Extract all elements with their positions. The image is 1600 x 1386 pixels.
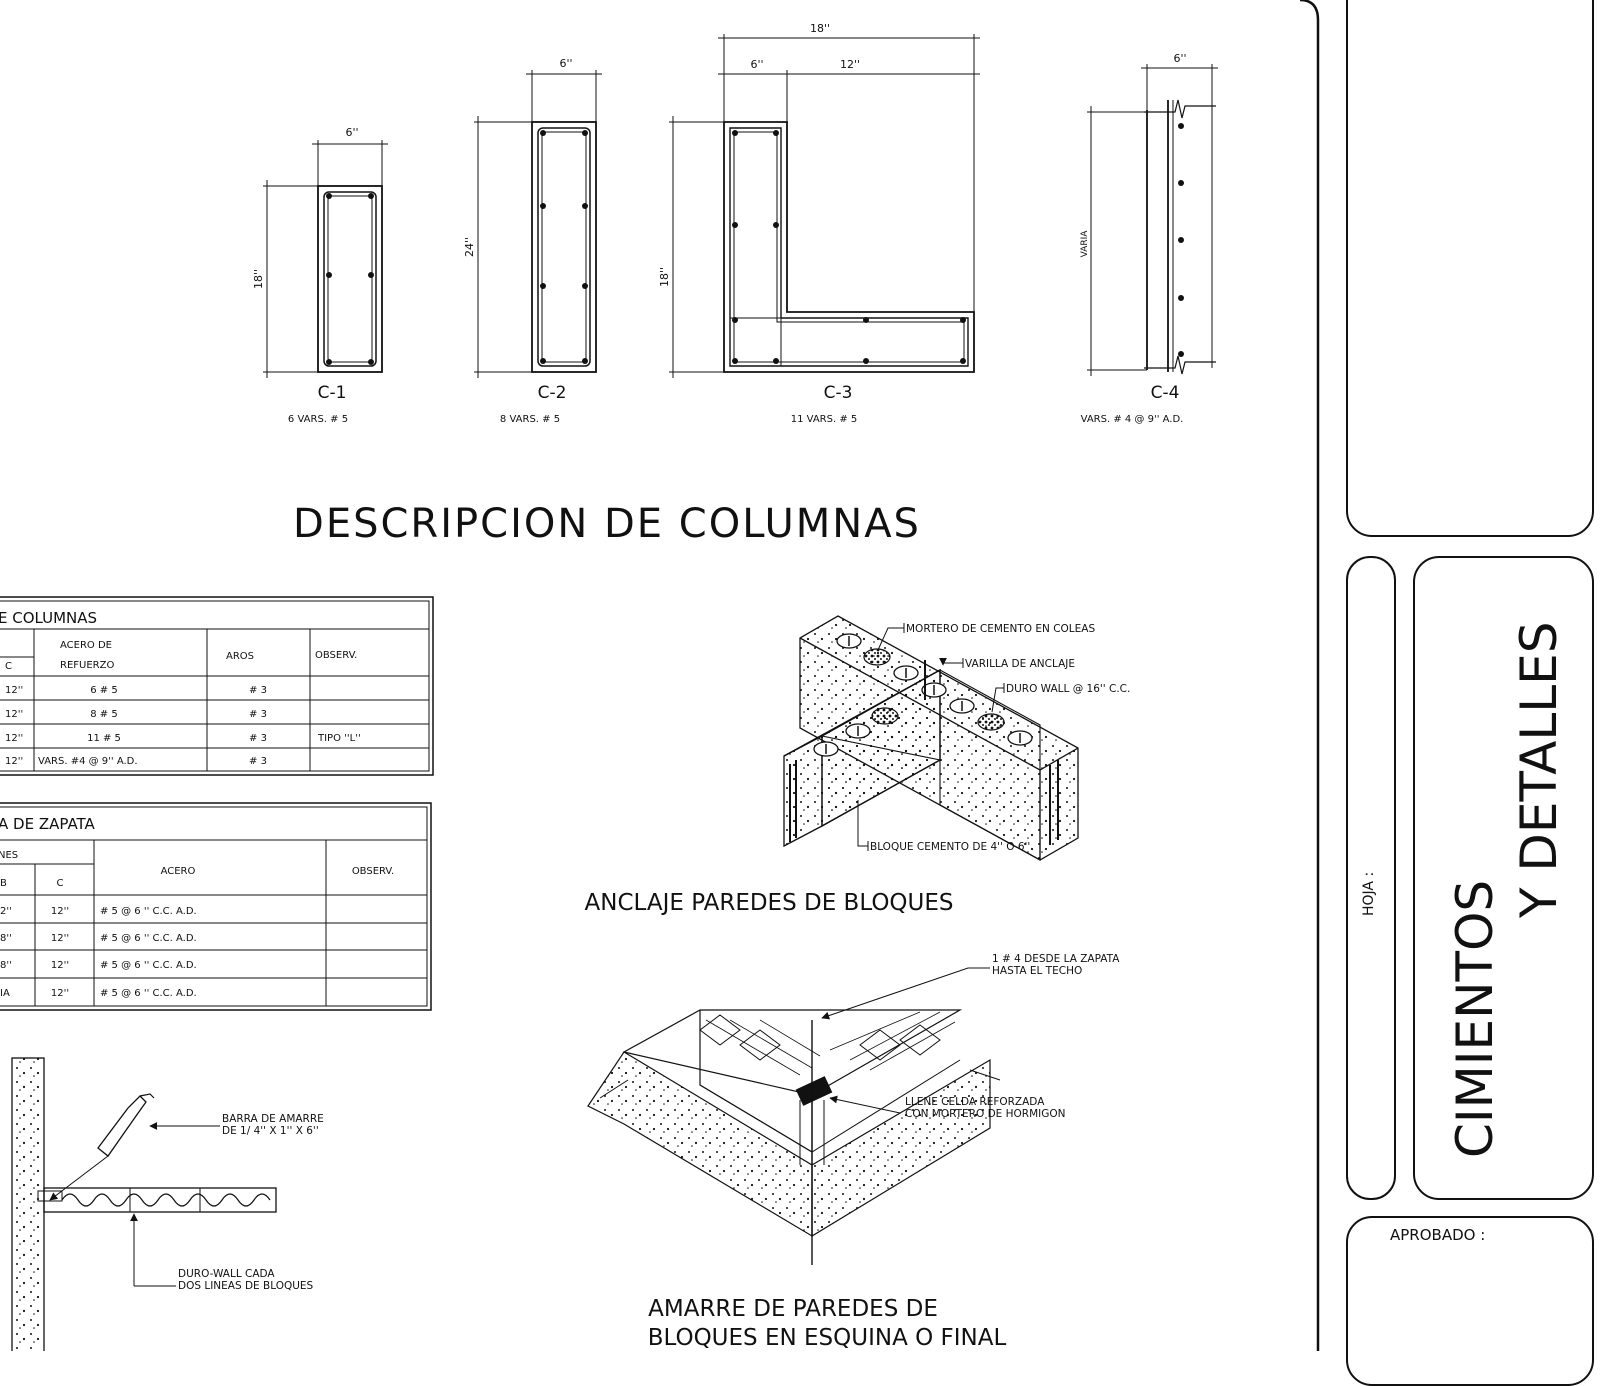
corner-label1-line1: 1 # 4 DESDE LA ZAPATA — [992, 953, 1120, 965]
c1-label: C-1 — [318, 383, 347, 403]
tie-label1-line2: DE 1/ 4'' X 1'' X 6'' — [222, 1125, 319, 1137]
sheet-title-panel — [1413, 556, 1594, 1200]
footing-table-h-dims: NES — [0, 850, 18, 861]
cell: 8'' — [0, 933, 12, 944]
cell: 8 # 5 — [90, 709, 117, 720]
cell: # 3 — [249, 756, 267, 767]
footing-table-h-notes: OBSERV. — [352, 866, 394, 877]
cell: 8'' — [0, 960, 12, 971]
cell: # 3 — [249, 733, 267, 744]
column-table-h-notes: OBSERV. — [315, 650, 357, 661]
corner-label2-line1: LLENE CELDA REFORZADA — [905, 1096, 1045, 1108]
section-title: DESCRIPCION DE COLUMNAS — [293, 501, 921, 547]
cell: 12'' — [5, 756, 23, 767]
c2-height-dim: 24'' — [463, 237, 476, 257]
column-table-row: 12'' 11 # 5 # 3 TIPO ''L'' — [5, 733, 361, 744]
cell: 12'' — [5, 709, 23, 720]
cell: # 5 @ 6 '' C.C. A.D. — [100, 933, 197, 944]
c3-height-dim: 18'' — [658, 267, 671, 287]
anchorage-label-rebar: VARILLA DE ANCLAJE — [965, 658, 1075, 670]
c4-label: C-4 — [1151, 383, 1180, 403]
c2-width-dim: 6'' — [559, 57, 572, 70]
c1-bars: 6 VARS. # 5 — [288, 414, 348, 425]
footing-table-row: 8'' 12'' # 5 @ 6 '' C.C. A.D. — [0, 933, 197, 944]
corner-title-line1: AMARRE DE PAREDES DE — [648, 1296, 938, 1322]
c1-width-dim: 6'' — [345, 126, 358, 139]
cell: 6 # 5 — [90, 685, 117, 696]
drawing-sheet: 6'' 18'' C-1 6 VARS. # 5 6'' 24'' C-2 8 … — [0, 0, 1320, 1351]
column-c4: 6'' VARIA C-4 VARS. # 4 @ 9'' A.D. — [1080, 52, 1218, 425]
cell: 12'' — [51, 933, 69, 944]
c2-label: C-2 — [538, 383, 567, 403]
cell: # 3 — [249, 709, 267, 720]
c3-width-dim-a: 6'' — [750, 58, 763, 71]
c3-width-dim-total: 18'' — [810, 22, 830, 35]
sheet-number-panel — [1346, 556, 1396, 1200]
title-block-top-panel — [1346, 0, 1594, 537]
c1-height-dim: 18'' — [252, 269, 265, 289]
footing-table-row: 2'' 12'' # 5 @ 6 '' C.C. A.D. — [0, 906, 197, 917]
cell: VARS. #4 @ 9'' A.D. — [38, 756, 138, 767]
sheet-title-line2: Y DETALLES — [1510, 621, 1568, 918]
c4-width-dim: 6'' — [1173, 52, 1186, 65]
footing-table-h-b: B — [0, 878, 7, 889]
anchorage-title: ANCLAJE PAREDES DE BLOQUES — [585, 890, 954, 916]
c4-bars: VARS. # 4 @ 9'' A.D. — [1081, 414, 1184, 425]
anchorage-label-block: BLOQUE CEMENTO DE 4'' O 6'' — [870, 841, 1030, 853]
footing-table-row: IA 12'' # 5 @ 6 '' C.C. A.D. — [0, 988, 197, 999]
anchorage-label-mortar: MORTERO DE CEMENTO EN COLEAS — [906, 623, 1095, 635]
column-table-row: 12'' 8 # 5 # 3 — [5, 709, 267, 720]
column-table: E COLUMNAS C ACERO DE REFUERZO AROS OBSE… — [0, 596, 434, 776]
cell: # 3 — [249, 685, 267, 696]
footing-table-row: 8'' 12'' # 5 @ 6 '' C.C. A.D. — [0, 960, 197, 971]
cell: # 5 @ 6 '' C.C. A.D. — [100, 960, 197, 971]
cell: 12'' — [51, 906, 69, 917]
tie-label2-line1: DURO-WALL CADA — [178, 1268, 275, 1280]
cell: TIPO ''L'' — [317, 733, 361, 744]
wall-tie-detail: BARRA DE AMARRE DE 1/ 4'' X 1'' X 6'' DU… — [11, 1057, 324, 1351]
column-table-h-ties: AROS — [226, 651, 254, 662]
column-c1: 6'' 18'' C-1 6 VARS. # 5 — [252, 126, 388, 425]
corner-tie-diagram: 1 # 4 DESDE LA ZAPATA HASTA EL TECHO LLE… — [587, 953, 1120, 1265]
c2-bars: 8 VARS. # 5 — [500, 414, 560, 425]
tie-label2-line2: DOS LINEAS DE BLOQUES — [178, 1280, 314, 1292]
sheet-label: HOJA : — [1361, 871, 1377, 916]
column-table-title: E COLUMNAS — [0, 609, 97, 627]
sheet-title-line1: CIMIENTOS — [1446, 879, 1504, 1158]
approved-label: APROBADO : — [1390, 1226, 1486, 1244]
footing-table: A DE ZAPATA NES B C ACERO OBSERV. 2'' 12… — [0, 802, 432, 1011]
cell: 2'' — [0, 906, 12, 917]
cell: 12'' — [5, 733, 23, 744]
column-table-h-steel: ACERO DE — [60, 640, 112, 651]
column-table-row: 12'' 6 # 5 # 3 — [5, 685, 267, 696]
footing-table-title: A DE ZAPATA — [0, 815, 96, 833]
cell: # 5 @ 6 '' C.C. A.D. — [100, 988, 197, 999]
c3-width-dim-b: 12'' — [840, 58, 860, 71]
anchorage-label-durowall: DURO WALL @ 16'' C.C. — [1006, 683, 1130, 695]
tie-label1-line1: BARRA DE AMARRE — [222, 1113, 324, 1125]
column-table-h-c: C — [5, 661, 12, 672]
cell: 12'' — [51, 988, 69, 999]
c3-bars: 11 VARS. # 5 — [791, 414, 858, 425]
column-c2: 6'' 24'' C-2 8 VARS. # 5 — [463, 57, 602, 425]
sheet-border — [1299, 0, 1320, 1351]
cell: # 5 @ 6 '' C.C. A.D. — [100, 906, 197, 917]
cell: 12'' — [5, 685, 23, 696]
cell: 12'' — [51, 960, 69, 971]
corner-label1-line2: HASTA EL TECHO — [992, 965, 1082, 977]
column-c3: 18'' 6'' 12'' 18'' C-3 11 VARS. # 5 — [658, 22, 980, 425]
cell: IA — [0, 988, 10, 999]
column-table-row: 12'' VARS. #4 @ 9'' A.D. # 3 — [5, 756, 267, 767]
footing-table-h-c: C — [57, 878, 64, 889]
corner-title-line2: BLOQUES EN ESQUINA O FINAL — [648, 1325, 1007, 1351]
c3-label: C-3 — [824, 383, 853, 403]
anchorage-block-diagram: MORTERO DE CEMENTO EN COLEAS VARILLA DE … — [783, 615, 1130, 861]
c4-height-dim: VARIA — [1080, 230, 1090, 258]
column-table-h-steel2: REFUERZO — [60, 660, 114, 671]
footing-table-h-steel: ACERO — [161, 866, 196, 877]
cell: 11 # 5 — [87, 733, 121, 744]
corner-label2-line2: CON MORTERO DE HORMIGON — [905, 1108, 1066, 1120]
